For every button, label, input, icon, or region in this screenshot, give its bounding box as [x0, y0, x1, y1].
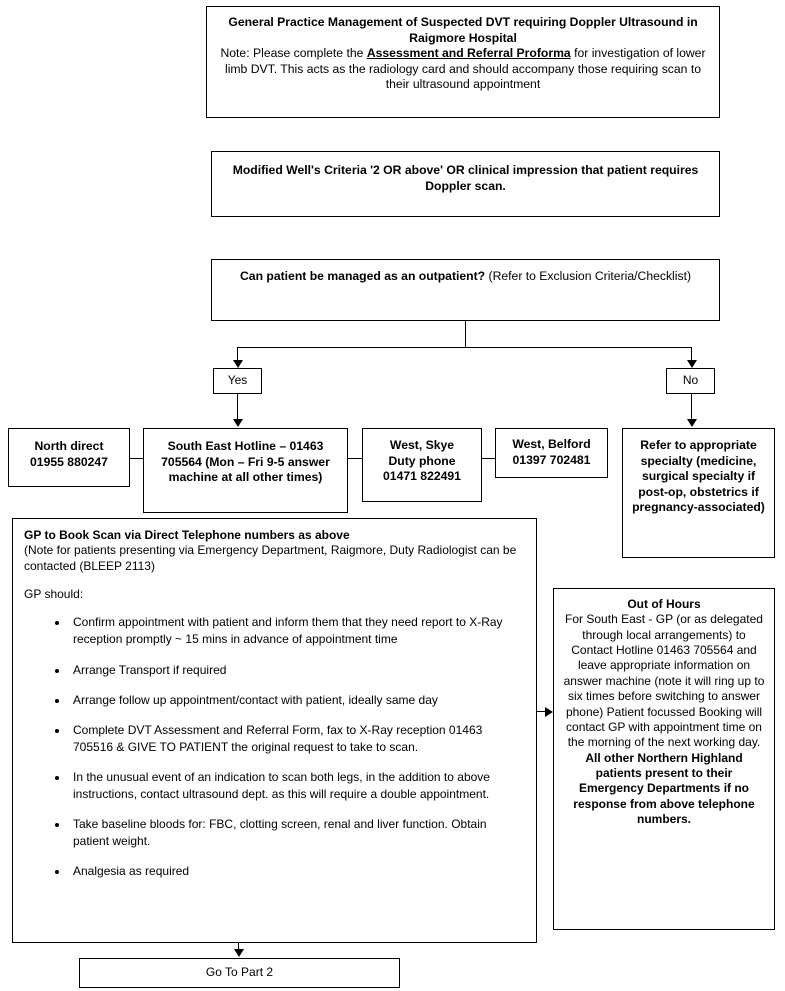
- contact-belford-line1: West, Belford: [512, 437, 591, 451]
- arrow-yes-to-hotline: [233, 419, 243, 427]
- refer-to-specialty-text: Refer to appropriate specialty (medicine…: [632, 438, 765, 515]
- contact-north-line2: 01955 880247: [30, 454, 108, 469]
- contact-skye-line3: 01471 822491: [383, 469, 461, 484]
- out-of-hours-box: Out of Hours For South East - GP (or as …: [553, 588, 775, 930]
- arrow-to-yes: [233, 360, 243, 368]
- refer-to-specialty-box: Refer to appropriate specialty (medicine…: [622, 428, 775, 558]
- title-note-prefix: Note: Please complete the: [220, 46, 367, 61]
- outpatient-question-box: Can patient be managed as an outpatient?…: [211, 259, 720, 321]
- connector-yes-to-hotline: [237, 394, 238, 420]
- list-item: Arrange Transport if required: [69, 662, 525, 679]
- list-item: Analgesia as required: [69, 863, 525, 880]
- contact-southeast-text: South East Hotline – 01463 705564 (Mon –…: [161, 439, 330, 485]
- wells-criteria-box: Modified Well's Criteria '2 OR above' OR…: [211, 151, 720, 217]
- contact-box-west-belford: West, Belford 01397 702481: [495, 428, 608, 478]
- connector-outpatient-stem: [465, 321, 466, 347]
- gp-heading: GP to Book Scan via Direct Telephone num…: [24, 528, 350, 542]
- connector-outpatient-split: [237, 347, 691, 348]
- wells-criteria-text: Modified Well's Criteria '2 OR above' OR…: [232, 163, 699, 193]
- contact-box-south-east-hotline: South East Hotline – 01463 705564 (Mon –…: [143, 428, 348, 513]
- go-to-part-2-label: Go To Part 2: [205, 965, 274, 979]
- gp-note: (Note for patients presenting via Emerge…: [24, 543, 517, 573]
- connector-southeast-to-skye: [348, 458, 362, 459]
- contact-skye-line2: Duty phone: [388, 453, 456, 468]
- go-to-part-2-box[interactable]: Go To Part 2: [79, 958, 400, 988]
- out-of-hours-tail: All other Northern Highland patients pre…: [573, 750, 755, 827]
- gp-bullet-list: Confirm appointment with patient and inf…: [24, 614, 525, 879]
- arrow-no-to-refer: [687, 419, 697, 427]
- connector-gp-to-out-of-hours: [537, 711, 547, 712]
- connector-no-to-refer: [691, 394, 692, 420]
- arrow-gp-to-out-of-hours: [545, 707, 553, 717]
- list-item: Confirm appointment with patient and inf…: [69, 614, 525, 648]
- decision-yes-box: Yes: [213, 368, 262, 394]
- title-heading: General Practice Management of Suspected…: [228, 15, 698, 45]
- gp-should-label: GP should:: [24, 587, 84, 602]
- list-item: Complete DVT Assessment and Referral For…: [69, 722, 525, 756]
- contact-box-north-direct: North direct 01955 880247: [8, 428, 130, 487]
- outpatient-question-text: Can patient be managed as an outpatient?: [239, 269, 486, 283]
- contact-north-line1: North direct: [34, 439, 104, 453]
- assessment-referral-proforma-link[interactable]: Assessment and Referral Proforma: [366, 46, 571, 61]
- decision-no-label: No: [682, 373, 699, 387]
- list-item: In the unusual event of an indication to…: [69, 769, 525, 803]
- out-of-hours-heading: Out of Hours: [627, 597, 701, 611]
- title-box: General Practice Management of Suspected…: [206, 6, 720, 118]
- arrow-gp-to-part2: [234, 949, 244, 957]
- decision-yes-label: Yes: [227, 373, 248, 387]
- connector-skye-to-belford: [482, 458, 495, 459]
- connector-to-no: [691, 347, 692, 361]
- title-note-suffix: for investigation of lower limb DVT. Thi…: [224, 46, 706, 92]
- connector-north-to-southeast: [130, 458, 143, 459]
- gp-book-scan-box: GP to Book Scan via Direct Telephone num…: [12, 518, 537, 943]
- arrow-to-no: [687, 360, 697, 368]
- list-item: Take baseline bloods for: FBC, clotting …: [69, 816, 525, 850]
- out-of-hours-body: For South East - GP (or as delegated thr…: [563, 612, 765, 750]
- contact-box-west-skye: West, Skye Duty phone 01471 822491: [362, 428, 482, 502]
- connector-to-yes: [237, 347, 238, 361]
- outpatient-question-qualifier: (Refer to Exclusion Criteria/Checklist): [485, 269, 692, 283]
- connector-gp-to-part2: [238, 943, 239, 951]
- contact-skye-line1: West, Skye: [389, 438, 455, 452]
- contact-belford-line2: 01397 702481: [512, 452, 591, 467]
- decision-no-box: No: [666, 368, 715, 394]
- list-item: Arrange follow up appointment/contact wi…: [69, 692, 525, 709]
